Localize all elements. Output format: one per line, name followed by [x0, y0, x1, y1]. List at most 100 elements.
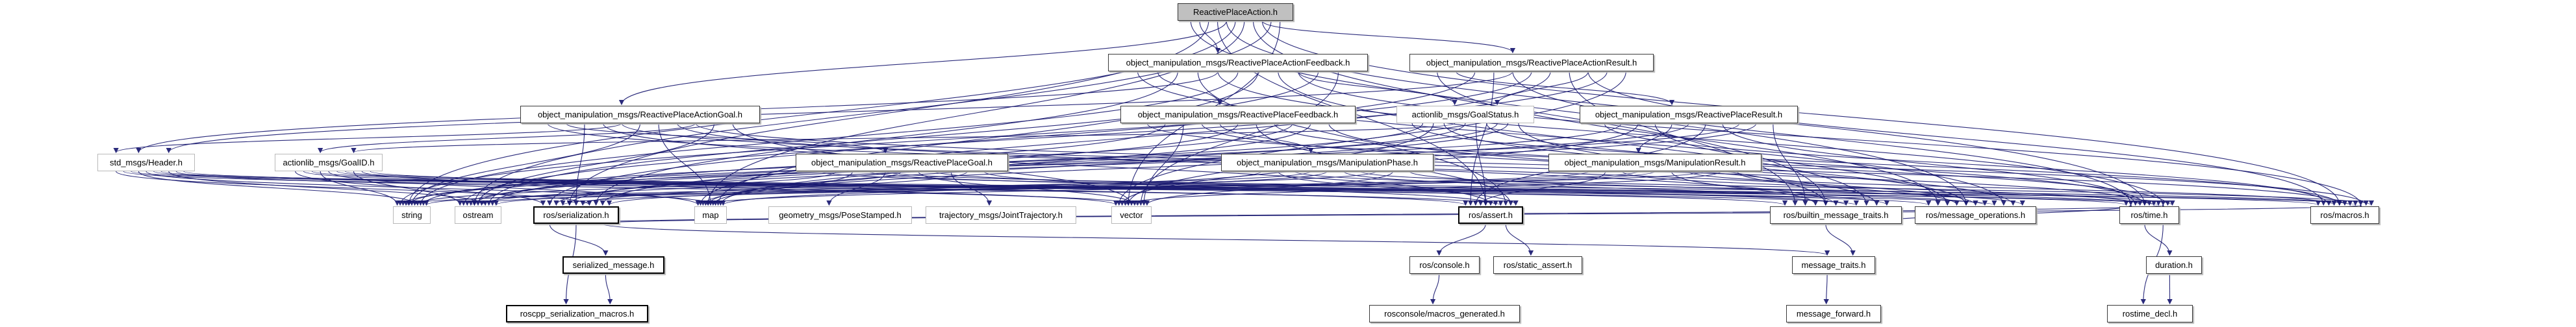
- edge-action-result-to-time: [1512, 71, 2134, 206]
- node-rosconsole-macros-generated[interactable]: rosconsole/macros_generated.h: [1369, 305, 1520, 322]
- edge-serialized-message-to-roscpp-serialization-macros: [605, 273, 613, 305]
- edge-manipulation-phase-to-builtin-message-traits: [1343, 171, 1889, 206]
- edge-goal-status-to-assert: [1475, 123, 1489, 206]
- node-string[interactable]: string: [393, 206, 431, 224]
- edge-action-feedback-to-goal-status: [1298, 71, 1458, 106]
- node-roscpp-serialization-macros[interactable]: roscpp_serialization_macros.h: [506, 305, 648, 322]
- edge-result-to-string: [400, 123, 1740, 206]
- edge-serialization-to-message-traits: [602, 223, 1830, 256]
- node-assert[interactable]: ros/assert.h: [1458, 206, 1523, 224]
- edge-action-goal-to-std-msgs-header: [113, 123, 622, 154]
- edge-manipulation-phase-to-time: [1294, 171, 2175, 206]
- edge-goal-to-map: [710, 171, 853, 206]
- edge-action-feedback-to-macros: [1298, 71, 2364, 206]
- node-message-forward[interactable]: message_forward.h: [1786, 305, 1881, 322]
- node-message-traits[interactable]: message_traits.h: [1792, 256, 1875, 274]
- node-macros[interactable]: ros/macros.h: [2310, 206, 2379, 224]
- edge-goal-status-to-macros: [1411, 123, 2342, 206]
- edge-std-msgs-header-to-serialization: [116, 171, 592, 206]
- edge-action-goal-to-goal-id: [318, 123, 696, 154]
- edge-action-goal-to-map: [658, 123, 714, 206]
- node-reactive-place-action[interactable]: ReactivePlaceAction.h: [1178, 3, 1293, 21]
- edge-action-result-to-macros: [1587, 71, 2327, 206]
- node-static-assert[interactable]: ros/static_assert.h: [1493, 256, 1582, 274]
- edge-assert-to-console: [1436, 223, 1486, 256]
- edge-std-msgs-header-to-assert: [123, 171, 1503, 206]
- edge-action-result-to-message-operations: [1437, 71, 1941, 206]
- node-goal[interactable]: object_manipulation_msgs/ReactivePlaceGo…: [796, 154, 1008, 171]
- edge-reactive-place-action-to-action-goal: [618, 20, 1227, 106]
- edge-builtin-message-traits-to-message-traits: [1825, 223, 1856, 256]
- edge-action-result-to-std-msgs-header: [166, 71, 1513, 154]
- edge-goal-status-to-map: [705, 123, 1509, 206]
- node-feedback[interactable]: object_manipulation_msgs/ReactivePlaceFe…: [1120, 106, 1356, 123]
- node-manipulation-result[interactable]: object_manipulation_msgs/ManipulationRes…: [1548, 154, 1762, 171]
- edge-goal-status-to-serialization: [566, 123, 1466, 206]
- node-console[interactable]: ros/console.h: [1409, 256, 1480, 274]
- edge-manipulation-phase-to-serialization: [607, 171, 1262, 206]
- node-vector[interactable]: vector: [1111, 206, 1152, 224]
- node-builtin-message-traits[interactable]: ros/builtin_message_traits.h: [1770, 206, 1902, 224]
- node-action-feedback[interactable]: object_manipulation_msgs/ReactivePlaceAc…: [1108, 54, 1368, 71]
- edge-assert-to-static-assert: [1505, 223, 1534, 256]
- node-joint-trajectory[interactable]: trajectory_msgs/JointTrajectory.h: [926, 206, 1076, 224]
- node-message-operations[interactable]: ros/message_operations.h: [1915, 206, 2036, 224]
- node-duration[interactable]: duration.h: [2146, 256, 2202, 274]
- edge-manipulation-result-to-assert: [1478, 171, 1606, 206]
- edge-goal-id-to-string: [320, 171, 400, 206]
- edge-manipulation-result-to-message-operations: [1737, 171, 1960, 206]
- node-action-result[interactable]: object_manipulation_msgs/ReactivePlaceAc…: [1409, 54, 1654, 71]
- edge-goal-id-to-macros: [345, 171, 2321, 206]
- edge-manipulation-result-to-builtin-message-traits: [1671, 171, 1819, 206]
- edge-action-result-to-goal-status: [1495, 71, 1589, 106]
- edge-serialization-to-serialized-message: [549, 223, 609, 256]
- edge-goal-id-to-map: [328, 171, 701, 206]
- edge-action-feedback-to-time: [1217, 71, 2166, 206]
- edge-action-goal-to-goal: [565, 123, 889, 154]
- node-ostream[interactable]: ostream: [455, 206, 501, 224]
- edge-goal-to-time: [819, 171, 2156, 206]
- edge-goal-id-to-time: [311, 171, 2128, 206]
- edge-reactive-place-action-to-action-result: [1261, 20, 1515, 54]
- edge-std-msgs-header-to-macros: [160, 171, 2358, 206]
- edge-result-to-manipulation-result: [1635, 123, 1673, 154]
- edge-action-result-to-assert: [1467, 71, 1495, 206]
- edge-manipulation-phase-to-macros: [1359, 171, 2374, 206]
- node-map[interactable]: map: [694, 206, 727, 224]
- node-time[interactable]: ros/time.h: [2119, 206, 2179, 224]
- edge-goal-to-serialization: [580, 171, 968, 206]
- edge-manipulation-phase-to-assert: [1278, 171, 1519, 206]
- edge-std-msgs-header-to-string: [138, 171, 420, 206]
- node-goal-status[interactable]: actionlib_msgs/GoalStatus.h: [1396, 106, 1534, 123]
- node-rostime-decl[interactable]: rostime_decl.h: [2107, 305, 2193, 322]
- node-manipulation-phase[interactable]: object_manipulation_msgs/ManipulationPha…: [1221, 154, 1433, 171]
- node-serialized-message[interactable]: serialized_message.h: [562, 256, 664, 274]
- edge-feedback-to-manipulation-phase: [1219, 123, 1314, 154]
- edge-result-to-builtin-message-traits: [1773, 123, 1808, 206]
- edge-goal-id-to-serialization: [295, 171, 546, 206]
- edge-goal-id-to-assert: [303, 171, 1468, 206]
- node-action-goal[interactable]: object_manipulation_msgs/ReactivePlaceAc…: [520, 106, 760, 123]
- node-std-msgs-header[interactable]: std_msgs/Header.h: [97, 154, 195, 171]
- edge-std-msgs-header-to-ostream: [168, 171, 488, 206]
- edge-goal-id-to-ostream: [353, 171, 463, 206]
- node-result[interactable]: object_manipulation_msgs/ReactivePlaceRe…: [1580, 106, 1798, 123]
- edge-manipulation-result-to-vector: [1122, 171, 1721, 206]
- edge-action-feedback-to-vector: [1138, 71, 1339, 206]
- edge-serialization-to-time: [569, 204, 2166, 224]
- edge-manipulation-result-to-macros: [1687, 171, 2337, 206]
- edge-manipulation-result-to-time: [1621, 171, 2143, 206]
- edge-action-feedback-to-message-operations: [1137, 71, 2006, 206]
- node-serialization[interactable]: ros/serialization.h: [533, 206, 619, 224]
- node-goal-id[interactable]: actionlib_msgs/GoalID.h: [275, 154, 383, 171]
- edge-std-msgs-header-to-vector: [175, 171, 1141, 206]
- edge-action-goal-to-string: [409, 123, 641, 206]
- edge-goal-to-string: [412, 171, 837, 206]
- edge-goal-status-to-time: [1486, 123, 2147, 206]
- edge-std-msgs-header-to-map: [145, 171, 718, 206]
- edge-result-to-time: [1722, 123, 2138, 206]
- edge-action-result-to-ostream: [461, 71, 1608, 206]
- node-pose-stamped[interactable]: geometry_msgs/PoseStamped.h: [768, 206, 912, 224]
